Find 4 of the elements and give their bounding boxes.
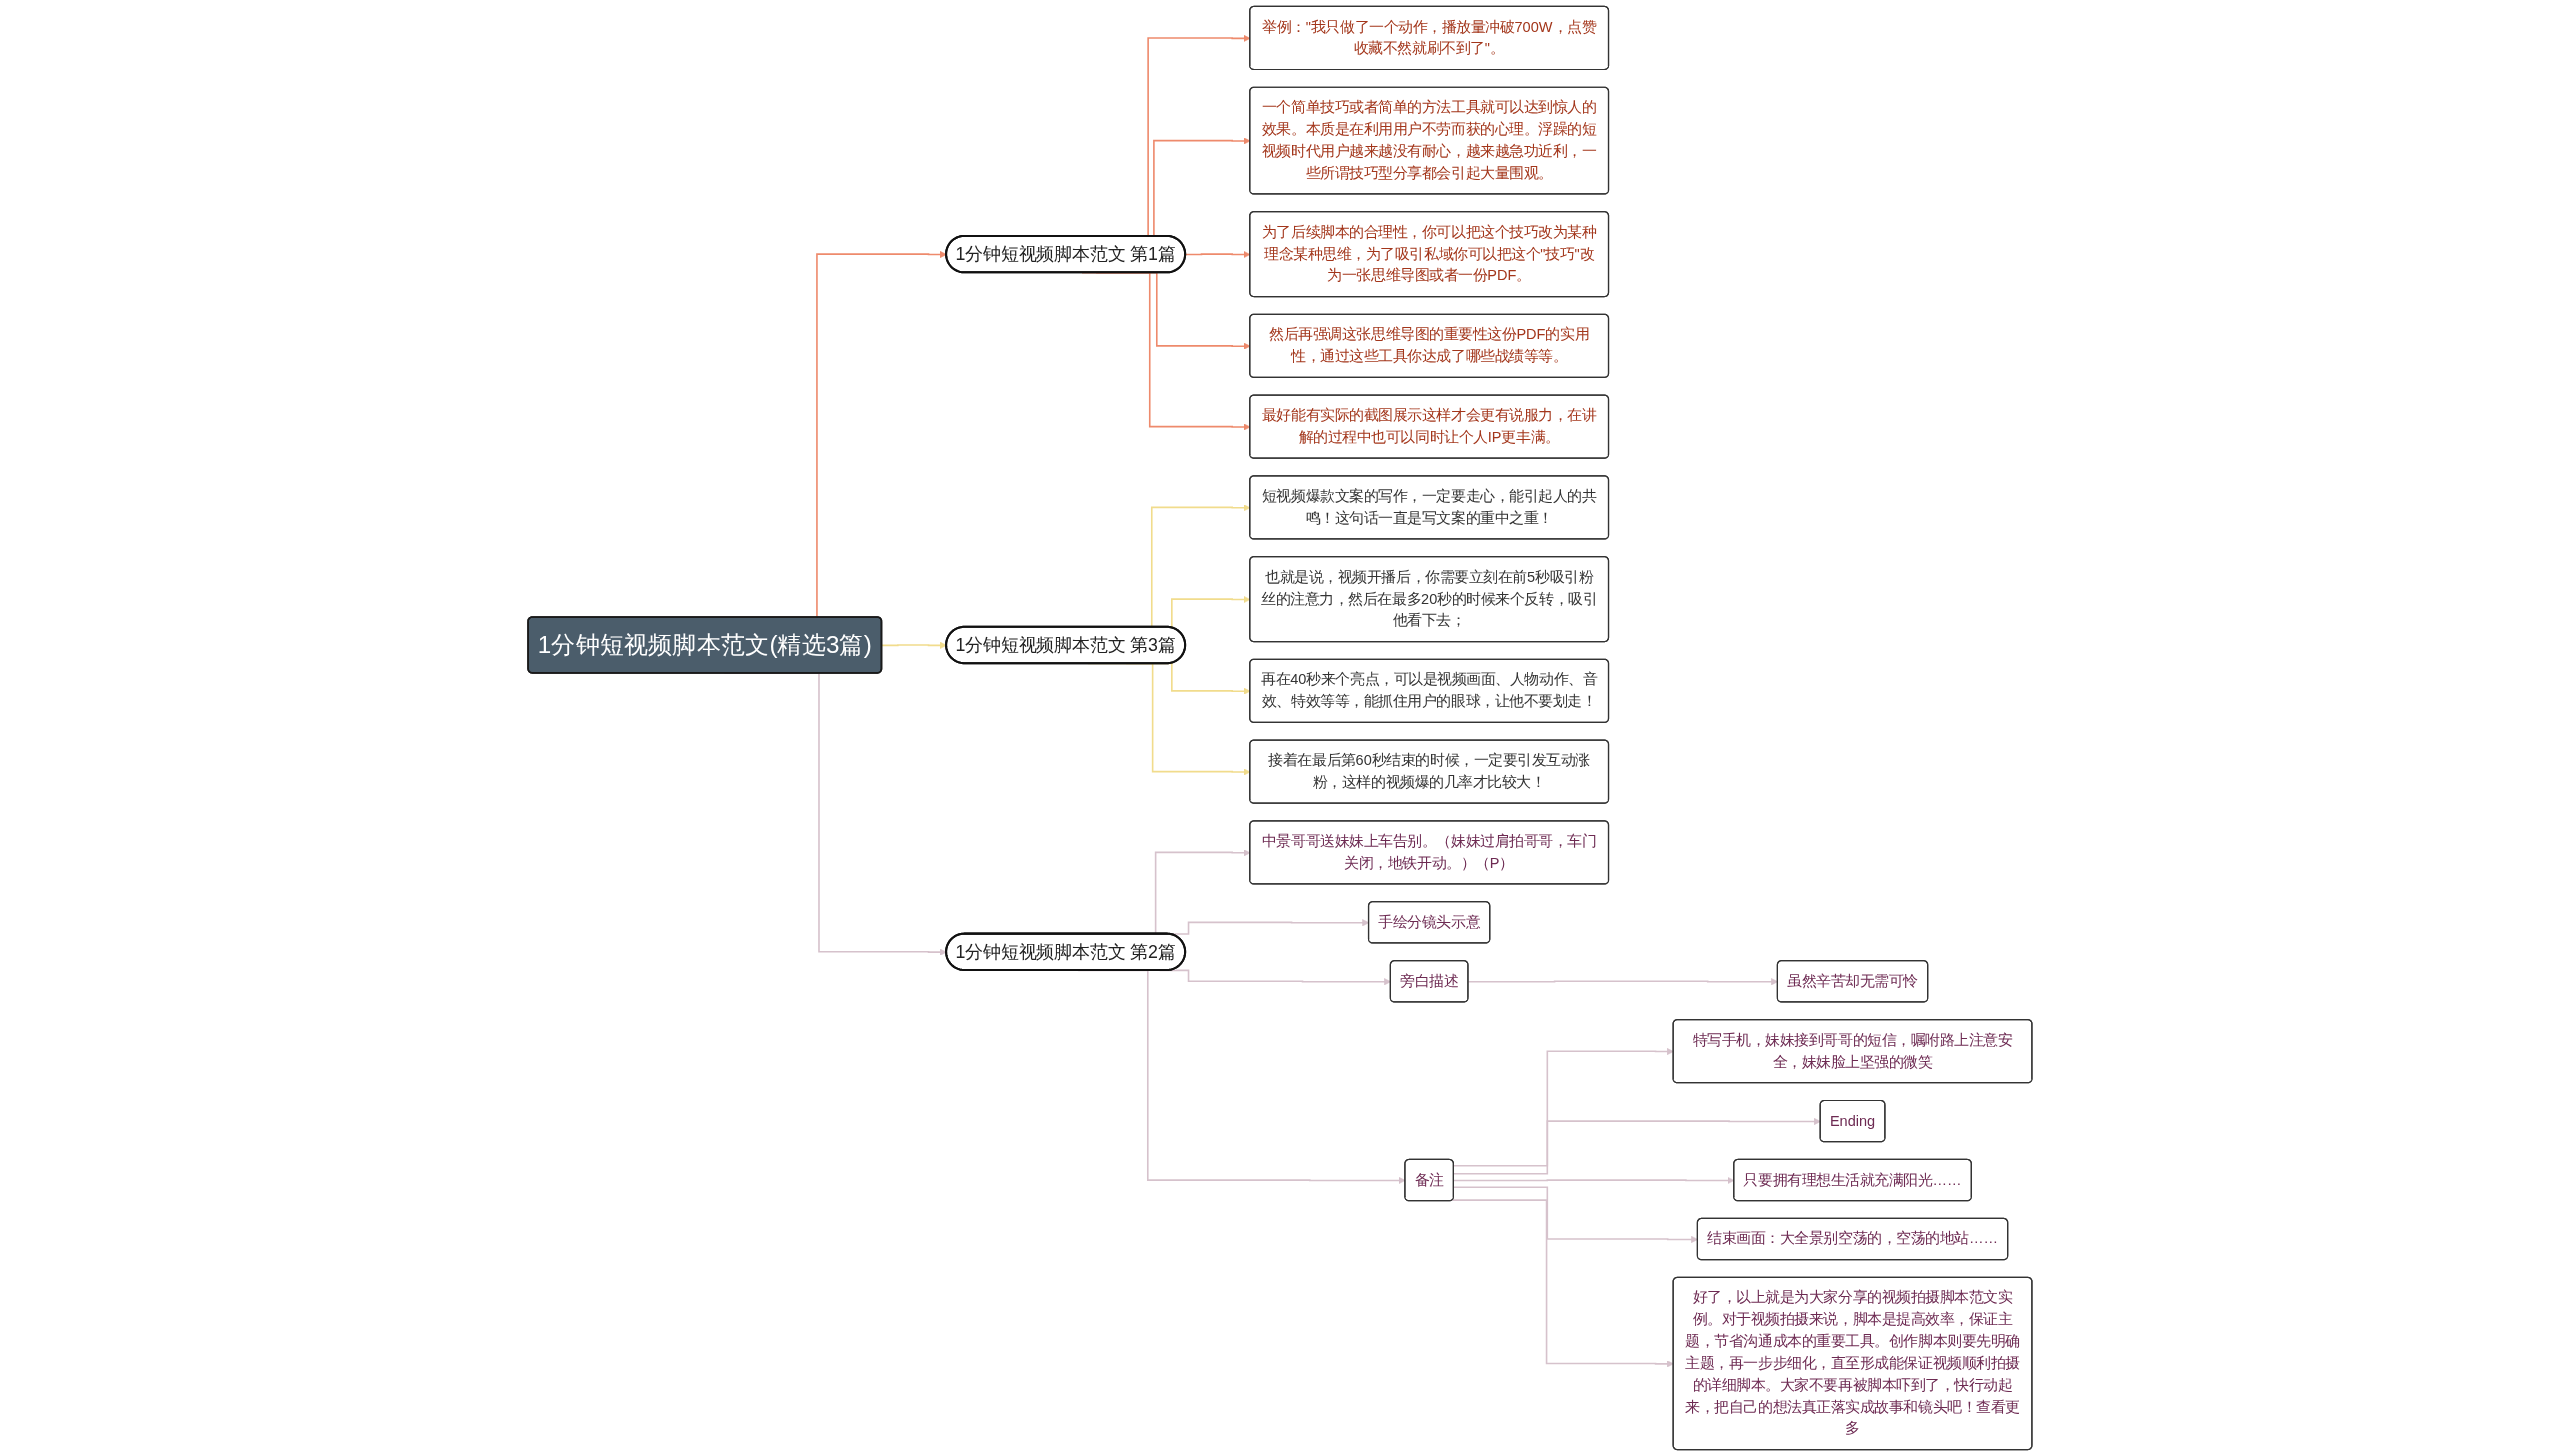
arrow (1451, 1199, 1674, 1368)
arrow (1453, 1117, 1821, 1175)
arrow (881, 641, 947, 649)
arrow (1453, 1048, 1674, 1167)
